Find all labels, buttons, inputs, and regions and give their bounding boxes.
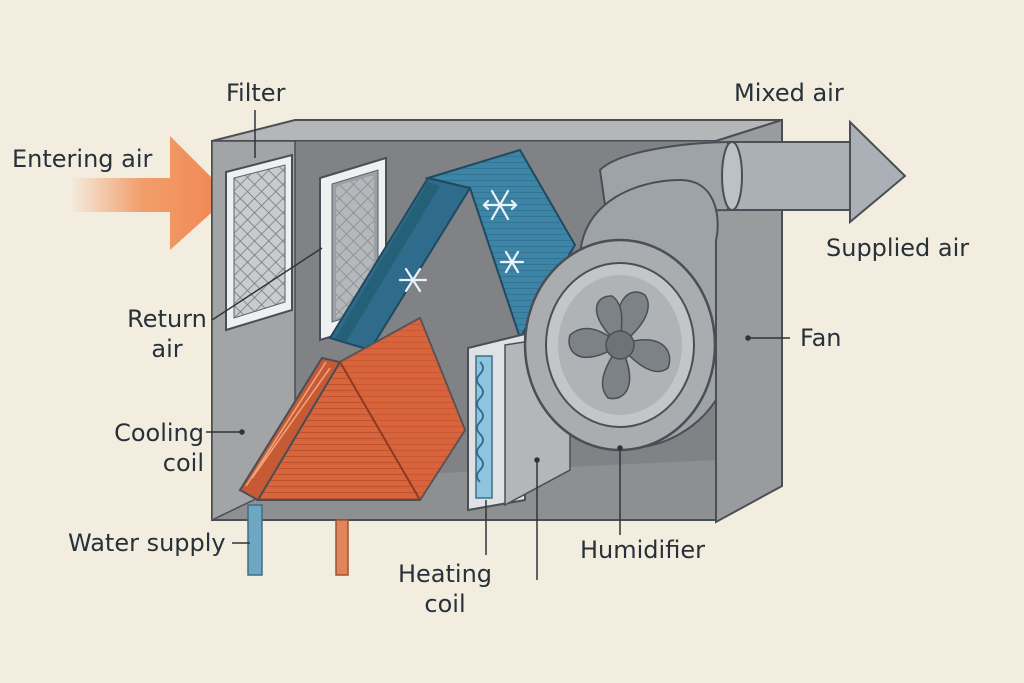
label-return-air-line1: Return [127, 305, 207, 333]
leader-lines [206, 110, 790, 580]
label-fan: Fan [800, 324, 842, 352]
label-heating-coil-line2: coil [424, 590, 466, 618]
fan-blades-icon [568, 291, 671, 400]
snowflake-icon [398, 189, 525, 293]
label-return-air-line2: air [151, 335, 183, 363]
label-mixed-air: Mixed air [734, 79, 844, 107]
entering-air-arrow [70, 136, 230, 250]
label-cooling-coil: Cooling coil [96, 418, 204, 478]
label-filter: Filter [226, 79, 286, 107]
label-cooling-coil-line1: Cooling [114, 419, 204, 447]
fan-housing [523, 178, 719, 452]
label-entering-air: Entering air [12, 145, 153, 173]
label-humidifier: Humidifier [580, 536, 705, 564]
water-supply-pipe [247, 504, 263, 576]
label-water-supply: Water supply [68, 529, 226, 557]
label-return-air: Return air [122, 304, 212, 364]
label-cooling-coil-line2: coil [162, 449, 204, 477]
label-heating-coil: Heating coil [390, 559, 500, 619]
label-heating-coil-line1: Heating [397, 560, 493, 588]
label-supplied-air: Supplied air [826, 234, 970, 262]
return-pipe [335, 519, 349, 576]
cooling-coil [238, 316, 467, 502]
